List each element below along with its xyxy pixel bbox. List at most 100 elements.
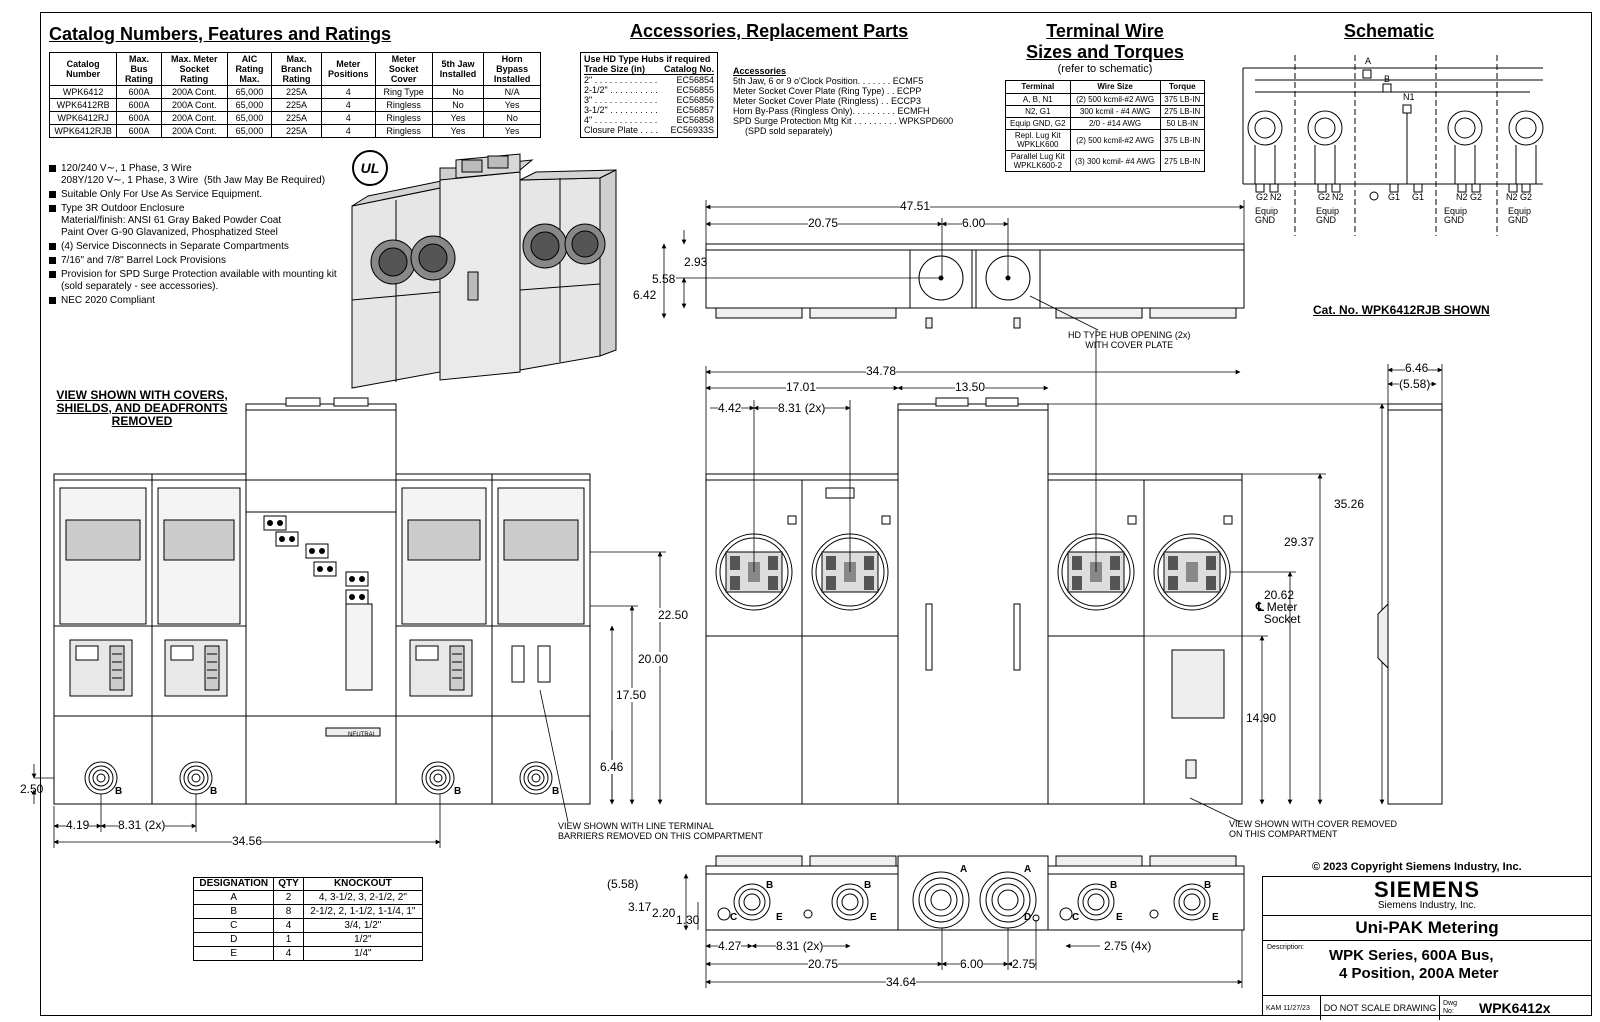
hub-table: Use HD Type Hubs if required Trade Size … xyxy=(580,52,718,138)
dim-left-22-50: 22.50 xyxy=(658,608,689,622)
catalog-cell: 600A xyxy=(116,98,162,112)
terminal-title: Terminal Wire Sizes and Torques (refer t… xyxy=(1026,21,1184,75)
accessory-item: 5th Jaw, 6 or 9 o'Clock Position. . . . … xyxy=(733,76,924,86)
hub-catalog-no: EC56856 xyxy=(676,95,714,105)
catalog-header-cell: Catalog Number xyxy=(48,52,118,86)
catalog-cell: N/A xyxy=(483,85,541,99)
dim-bottom-6-00: 6.00 xyxy=(960,957,984,971)
dim-bottom-8-31: 8.31 (2x) xyxy=(776,939,824,953)
terminal-cell: Parallel Lug Kit WPKLK600-2 xyxy=(1005,150,1071,172)
terminal-header-cell: Wire Size xyxy=(1069,80,1161,94)
terminal-cell: Equip GND, G2 xyxy=(1005,117,1071,130)
feature-text: NEC 2020 Compliant xyxy=(61,295,155,306)
feature-text: Type 3R Outdoor Enclosure Material/finis… xyxy=(61,203,282,238)
feature-item: 120/240 V∼, 1 Phase, 3 Wire 208Y/120 V∼,… xyxy=(49,163,349,187)
dim-bottom-2-75-4x: 2.75 (4x) xyxy=(1104,939,1152,953)
catalog-cell: 200A Cont. xyxy=(160,124,228,138)
accessories-title: Accessories, Replacement Parts xyxy=(630,21,909,41)
feature-text: Suitable Only For Use As Service Equipme… xyxy=(61,189,263,200)
accessories-list: Accessories 5th Jaw, 6 or 9 o'Clock Posi… xyxy=(733,66,953,136)
catalog-header-cell: Horn Bypass Installed xyxy=(483,52,541,86)
knockout-header-cell: KNOCKOUT xyxy=(302,877,424,891)
schematic-equip-gnd-3: Equip GND xyxy=(1444,206,1468,225)
dim-front-17-01: 17.01 xyxy=(786,380,817,394)
terminal-cell: A, B, N1 xyxy=(1005,93,1071,106)
hub-catalog-no: EC56858 xyxy=(676,115,714,125)
catalog-cell: Ringless xyxy=(374,124,433,138)
dim-top-6-42: 6.42 xyxy=(633,288,657,302)
knockout-cell: 2-1/2, 2, 1-1/2, 1-1/4, 1" xyxy=(302,904,424,919)
hub-header-1: Use HD Type Hubs if required xyxy=(584,54,711,64)
catalog-cell: 4 xyxy=(321,124,376,138)
catalog-cell: 65,000 xyxy=(226,98,273,112)
catalog-cell: No xyxy=(483,111,541,125)
knockout-cell: 8 xyxy=(273,904,304,919)
catalog-cell: Yes xyxy=(431,111,485,125)
catalog-cell: 225A xyxy=(271,85,323,99)
catalog-header-cell: Max. Branch Rating xyxy=(271,52,323,86)
company-name: Siemens Industry, Inc. xyxy=(1377,900,1477,911)
dim-front-29-37: 29.37 xyxy=(1284,535,1315,549)
catalog-title: Catalog Numbers, Features and Ratings xyxy=(49,24,392,44)
schematic-equip-gnd-4: Equip GND xyxy=(1508,206,1532,225)
catalog-cell: 4 xyxy=(321,111,376,125)
terminal-cell: 2/0 - #14 AWG xyxy=(1069,117,1161,130)
catalog-cell: Ringless xyxy=(374,111,433,125)
terminal-cell: 300 kcmil - #4 AWG xyxy=(1069,105,1161,118)
hub-opening-note: HD TYPE HUB OPENING (2x) WITH COVER PLAT… xyxy=(1068,330,1191,350)
dim-bottom-4-27: 4.27 xyxy=(718,939,742,953)
barriers-note: VIEW SHOWN WITH LINE TERMINAL BARRIERS R… xyxy=(558,821,764,841)
catalog-cell: 65,000 xyxy=(226,111,273,125)
terminal-cell: (2) 500 kcmil-#2 AWG xyxy=(1069,93,1161,106)
catalog-cell: No xyxy=(431,98,485,112)
catalog-cell: WPK6412 xyxy=(48,85,118,99)
feature-item: Suitable Only For Use As Service Equipme… xyxy=(49,189,349,201)
catalog-cell: Yes xyxy=(431,124,485,138)
accessory-item: Horn By-Pass (Ringless Only). . . . . . … xyxy=(733,106,930,116)
feature-item: Type 3R Outdoor Enclosure Material/finis… xyxy=(49,203,349,239)
dim-bottom-20-75: 20.75 xyxy=(808,957,839,971)
dim-side-6-46: 6.46 xyxy=(1405,361,1429,375)
title-block: SIEMENS Siemens Industry, Inc. Uni-PAK M… xyxy=(1262,876,1592,1020)
knockout-header-cell: DESIGNATION xyxy=(192,877,275,891)
catalog-cell: 200A Cont. xyxy=(160,85,228,99)
catalog-cell: 225A xyxy=(271,111,323,125)
feature-bullet-icon xyxy=(49,297,56,304)
dim-front-14-90: 14.90 xyxy=(1246,711,1277,725)
knockout-cell: 4 xyxy=(273,946,304,961)
catalog-header-cell: AIC Rating Max. xyxy=(226,52,273,86)
catalog-header-cell: 5th Jaw Installed xyxy=(431,52,485,86)
knockout-cell: 1/4" xyxy=(302,946,424,961)
hub-row: 4" . . . . . . . . . . . . .EC56858 xyxy=(584,115,714,125)
schematic-equip-gnd-1: Equip GND xyxy=(1255,206,1279,225)
hub-row: 3" . . . . . . . . . . . . .EC56856 xyxy=(584,95,714,105)
dim-left-8-31: 8.31 (2x) xyxy=(118,818,166,832)
hub-row: Closure Plate . . . .EC56933S xyxy=(584,125,714,135)
feature-text: 7/16" and 7/8" Barrel Lock Provisions xyxy=(61,255,226,266)
knockout-b-label: B xyxy=(210,786,218,797)
copyright: © 2023 Copyright Siemens Industry, Inc. xyxy=(1312,861,1522,873)
catalog-cell: 600A xyxy=(116,124,162,138)
dim-left-4-19: 4.19 xyxy=(66,818,90,832)
feature-bullet-icon xyxy=(49,191,56,198)
terminal-header-cell: Terminal xyxy=(1005,80,1071,94)
schematic-equip-gnd-2: Equip GND xyxy=(1316,206,1340,225)
dim-front-20-62: 20.62 xyxy=(1264,588,1295,602)
neutral-label: NEUTRAL xyxy=(348,732,377,738)
feature-text: Provision for SPD Surge Protection avail… xyxy=(61,269,337,292)
accessory-item: Meter Socket Cover Plate (Ringless) . . … xyxy=(733,96,922,106)
knockout-cell: C xyxy=(192,918,275,933)
catalog-cell: 225A xyxy=(271,98,323,112)
feature-bullet-icon xyxy=(49,205,56,212)
dim-bottom-34-64: 34.64 xyxy=(886,975,917,989)
